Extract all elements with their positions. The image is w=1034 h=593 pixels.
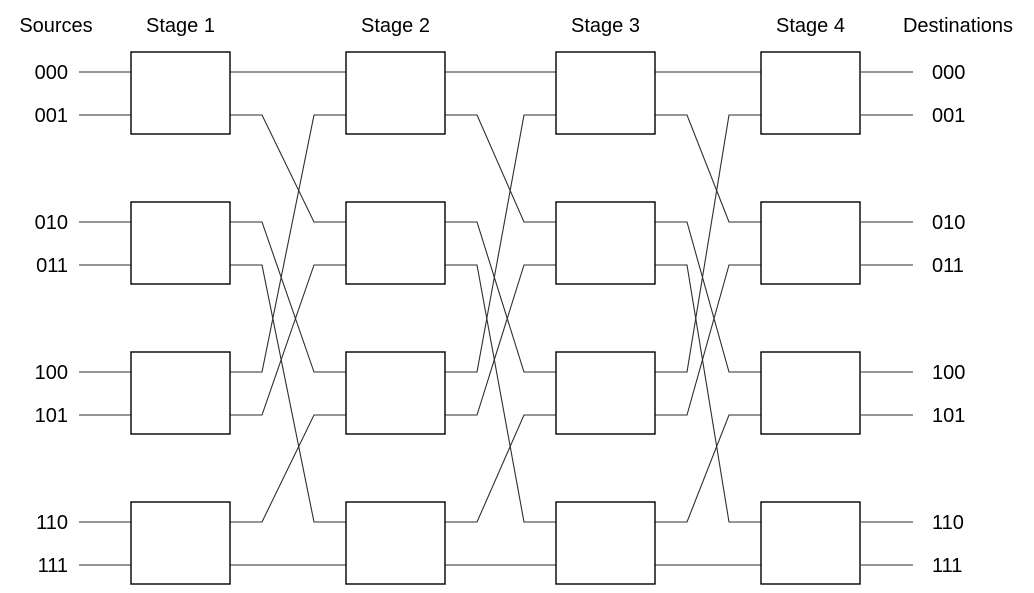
switch-box-stage4-row4	[760, 501, 861, 585]
link-stage2-stage3-p4-to-p1	[445, 114, 556, 373]
link-stage1-stage2-p1-to-p2	[230, 114, 346, 223]
link-stage3-stage4-p1-to-p2	[655, 114, 761, 223]
source-label-101: 101	[35, 405, 68, 427]
switch-box-stage2-row4	[345, 501, 446, 585]
source-label-000: 000	[35, 62, 68, 84]
switch-box-stage2-row2	[345, 201, 446, 285]
destination-label-111: 111	[932, 555, 962, 577]
switch-box-stage3-row1	[555, 51, 656, 135]
link-stage2-stage3-p5-to-p3	[445, 264, 556, 416]
link-stage2-stage3-p6-to-p5	[445, 414, 556, 523]
switch-box-stage2-row3	[345, 351, 446, 435]
source-label-001: 001	[35, 105, 68, 127]
switch-box-stage3-row3	[555, 351, 656, 435]
destination-label-010: 010	[932, 212, 965, 234]
header-sources: Sources	[19, 15, 92, 37]
header-stage-1: Stage 1	[146, 15, 215, 37]
switch-box-stage3-row2	[555, 201, 656, 285]
switch-box-stage1-row1	[130, 51, 231, 135]
destination-label-100: 100	[932, 362, 965, 384]
link-stage1-stage2-p5-to-p3	[230, 264, 346, 416]
link-stage3-stage4-p3-to-p6	[655, 264, 761, 523]
link-stage3-stage4-p4-to-p1	[655, 114, 761, 373]
switch-box-stage3-row4	[555, 501, 656, 585]
source-label-011: 011	[36, 255, 68, 277]
header-destinations: Destinations	[903, 15, 1013, 37]
destination-label-011: 011	[932, 255, 964, 277]
header-stage-2: Stage 2	[361, 15, 430, 37]
destination-label-001: 001	[932, 105, 965, 127]
switch-box-stage1-row4	[130, 501, 231, 585]
link-stage1-stage2-p6-to-p5	[230, 414, 346, 523]
link-stage1-stage2-p3-to-p6	[230, 264, 346, 523]
link-stage3-stage4-p2-to-p4	[655, 221, 761, 373]
link-stage3-stage4-p6-to-p5	[655, 414, 761, 523]
destination-label-110: 110	[932, 512, 964, 534]
source-label-010: 010	[35, 212, 68, 234]
source-label-110: 110	[36, 512, 68, 534]
switch-box-stage1-row3	[130, 351, 231, 435]
source-label-100: 100	[35, 362, 68, 384]
link-stage1-stage2-p2-to-p4	[230, 221, 346, 373]
destination-label-101: 101	[932, 405, 965, 427]
header-stage-3: Stage 3	[571, 15, 640, 37]
link-stage2-stage3-p2-to-p4	[445, 221, 556, 373]
destination-label-000: 000	[932, 62, 965, 84]
switch-box-stage4-row3	[760, 351, 861, 435]
link-stage2-stage3-p1-to-p2	[445, 114, 556, 223]
header-stage-4: Stage 4	[776, 15, 845, 37]
switch-box-stage1-row2	[130, 201, 231, 285]
switch-box-stage4-row1	[760, 51, 861, 135]
link-stage2-stage3-p3-to-p6	[445, 264, 556, 523]
link-stage3-stage4-p5-to-p3	[655, 264, 761, 416]
source-label-111: 111	[38, 555, 68, 577]
switch-box-stage4-row2	[760, 201, 861, 285]
switch-box-stage2-row1	[345, 51, 446, 135]
link-stage1-stage2-p4-to-p1	[230, 114, 346, 373]
